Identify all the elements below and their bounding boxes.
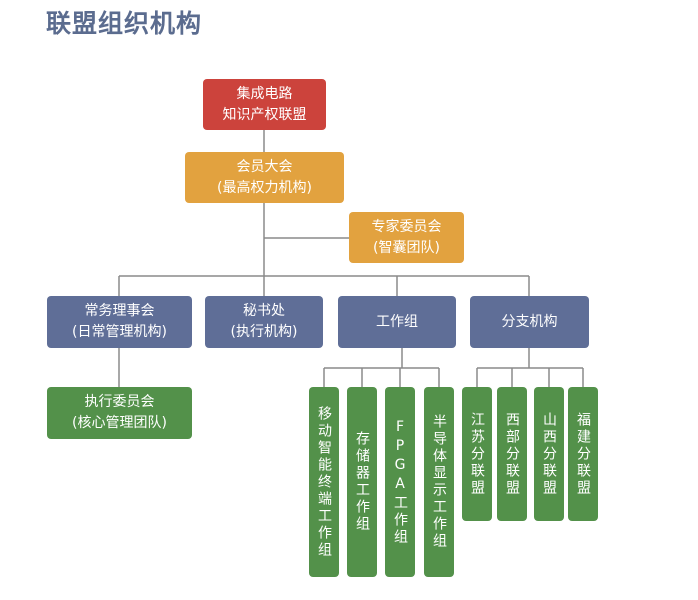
standing-council-line1: 常务理事会 [84, 303, 155, 319]
general-assembly-node: 会员大会 (最高权力机构) [185, 152, 344, 203]
working-group-label: 半导体显示工作组 [431, 414, 447, 550]
ic-ip-alliance-node: 集成电路 知识产权联盟 [203, 79, 326, 130]
ic-ip-alliance-line2: 知识产权联盟 [222, 106, 307, 123]
expert-committee-node: 专家委员会 (智囊团队) [349, 212, 464, 263]
ic-ip-alliance-line1: 集成电路 [236, 85, 293, 102]
page-title: 联盟组织机构 [46, 9, 203, 38]
expert-committee-line2: (智囊团队) [373, 239, 440, 256]
executive-committee-line1: 执行委员会 [84, 394, 155, 410]
working-group-label: 移动智能终端工作组 [316, 405, 332, 559]
branches-label: 分支机构 [501, 313, 558, 330]
secretariat-line1: 秘书处 [243, 303, 285, 319]
secretariat-node: 秘书处 (执行机构) [205, 296, 323, 348]
general-assembly-line2: (最高权力机构) [217, 179, 312, 196]
standing-council-line2: (日常管理机构) [72, 324, 167, 340]
working-groups-label: 工作组 [376, 313, 418, 330]
branch-item: 江苏分联盟 [462, 387, 492, 521]
working-group-label: 存储器工作组 [354, 431, 370, 533]
working-group-item: 半导体显示工作组 [424, 387, 454, 577]
branch-label: 山西分联盟 [541, 411, 557, 497]
branches-node: 分支机构 [470, 296, 589, 348]
working-group-label: FPGA工作组 [392, 418, 408, 546]
branch-label: 江苏分联盟 [469, 411, 485, 497]
executive-committee-line2: (核心管理团队) [72, 415, 167, 431]
branch-label: 西部分联盟 [504, 411, 520, 497]
working-group-item: 移动智能终端工作组 [309, 387, 339, 577]
branch-item: 西部分联盟 [497, 387, 527, 521]
secretariat-line2: (执行机构) [230, 324, 298, 340]
executive-committee-node: 执行委员会 (核心管理团队) [47, 387, 192, 439]
working-group-item: 存储器工作组 [347, 387, 377, 577]
branch-label: 福建分联盟 [575, 411, 591, 497]
working-group-item: FPGA工作组 [385, 387, 415, 577]
general-assembly-line1: 会员大会 [236, 158, 293, 175]
working-groups-node: 工作组 [338, 296, 456, 348]
branch-item: 山西分联盟 [534, 387, 564, 521]
standing-council-node: 常务理事会 (日常管理机构) [47, 296, 192, 348]
expert-committee-line1: 专家委员会 [371, 218, 442, 235]
branch-item: 福建分联盟 [568, 387, 598, 521]
